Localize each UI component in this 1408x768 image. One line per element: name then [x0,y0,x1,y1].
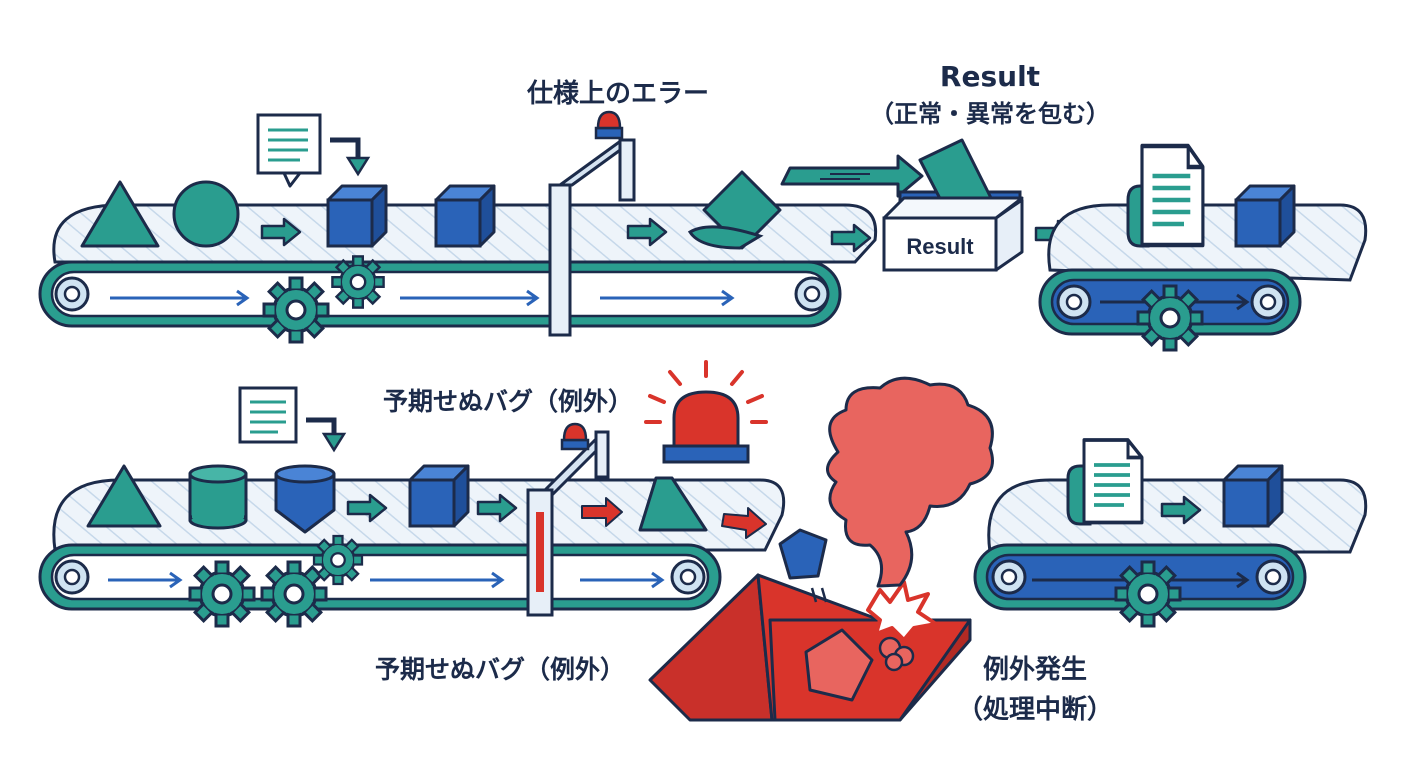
result-box-label: Result [906,234,974,259]
document-icon [1142,146,1203,245]
cube-item-icon [408,464,470,528]
document-icon [1082,438,1144,525]
exception-label: 例外発生 [983,655,1087,685]
top-conveyor [38,203,878,328]
wrapped-item-icon [687,170,782,250]
bug-label-bottom: 予期せぬバグ（例外） [375,655,625,684]
down-arrow-icon [345,156,371,177]
gear-icon [312,534,364,586]
document-icon [256,113,322,188]
bug-label-top: 予期せぬバグ（例外） [383,387,633,416]
cube-item-icon [326,184,388,248]
cube-item-icon [434,184,496,248]
result-title: Result [940,60,1040,93]
triangle-item-icon [86,464,162,528]
gear-icon [188,560,256,628]
big-arrow-icon [780,154,924,198]
triangle-item-icon [80,180,160,248]
cylinder-item-icon [188,464,248,530]
red-arrow-icon [721,507,767,539]
spec-error-label: 仕様上のエラー [526,78,709,109]
exception-gate [526,422,610,617]
gear-icon [331,255,385,309]
gear-icon [1136,284,1204,352]
trapezoid-item-icon [638,476,708,532]
cube-item-icon [1234,184,1296,248]
exception-bin [648,573,972,722]
gear-icon [260,560,328,628]
down-arrow-icon [321,432,347,453]
warning-light-icon [562,422,588,442]
smoke-cloud-icon [826,376,994,588]
warning-light-icon [596,110,622,130]
result-subtitle: （正常・異常を包む） [870,100,1110,128]
falling-item-icon [778,528,828,603]
gear-icon [1114,560,1182,628]
alarm-light-icon [644,360,768,464]
cube-item-icon [1222,464,1284,528]
shield-item-icon [274,464,336,534]
spec-error-gate [548,110,636,337]
result-box: Result [882,138,1024,272]
circle-item-icon [172,180,240,248]
document-icon [238,386,298,444]
exception-sublabel: （処理中断） [957,694,1113,725]
explosion-icon [866,580,938,642]
gear-icon [262,276,330,344]
red-arrow-icon [581,497,623,527]
